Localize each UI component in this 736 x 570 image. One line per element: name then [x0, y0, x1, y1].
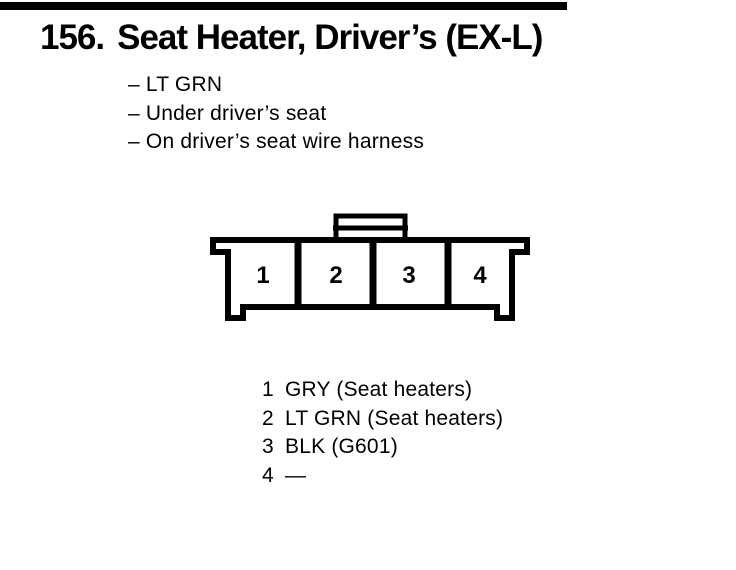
pin-legend: 1 GRY (Seat heaters) 2 LT GRN (Seat heat… [262, 376, 503, 490]
notes-list: – LT GRN – Under driver’s seat – On driv… [128, 71, 424, 157]
pin-number: 1 [262, 378, 274, 401]
connector-diagram: 1 2 3 4 [210, 213, 530, 321]
pin-cavity-number: 3 [402, 262, 415, 289]
pin-number: 4 [262, 463, 274, 487]
pin-description: GRY (Seat heaters) [285, 378, 473, 401]
pin-cavity-number: 1 [256, 262, 269, 289]
pin-description: LT GRN (Seat heaters) [285, 406, 504, 430]
pin-cavity-number: 4 [473, 262, 487, 289]
pin-number: 3 [262, 435, 274, 458]
pin-description: BLK (G601) [285, 435, 398, 458]
pin-cavity-number: 2 [329, 262, 342, 289]
scan-edge-artifact-top [0, 2, 567, 10]
pin-number: 2 [262, 406, 274, 430]
pin-description: — [285, 463, 307, 487]
note-line: – On driver’s seat wire harness [128, 130, 425, 154]
pin-legend-row: 2 LT GRN (Seat heaters) [262, 405, 503, 434]
note-line: – Under driver’s seat [128, 101, 327, 125]
section-number: 156. [40, 18, 105, 57]
page-title: 156. Seat Heater, Driver’s (EX-L) [40, 18, 543, 58]
note-line: – LT GRN [128, 73, 223, 96]
pin-legend-row: 4 — [262, 462, 503, 491]
pin-legend-row: 1 GRY (Seat heaters) [262, 376, 503, 405]
pin-legend-row: 3 BLK (G601) [262, 433, 503, 462]
section-title: Seat Heater, Driver’s (EX-L) [117, 18, 543, 57]
